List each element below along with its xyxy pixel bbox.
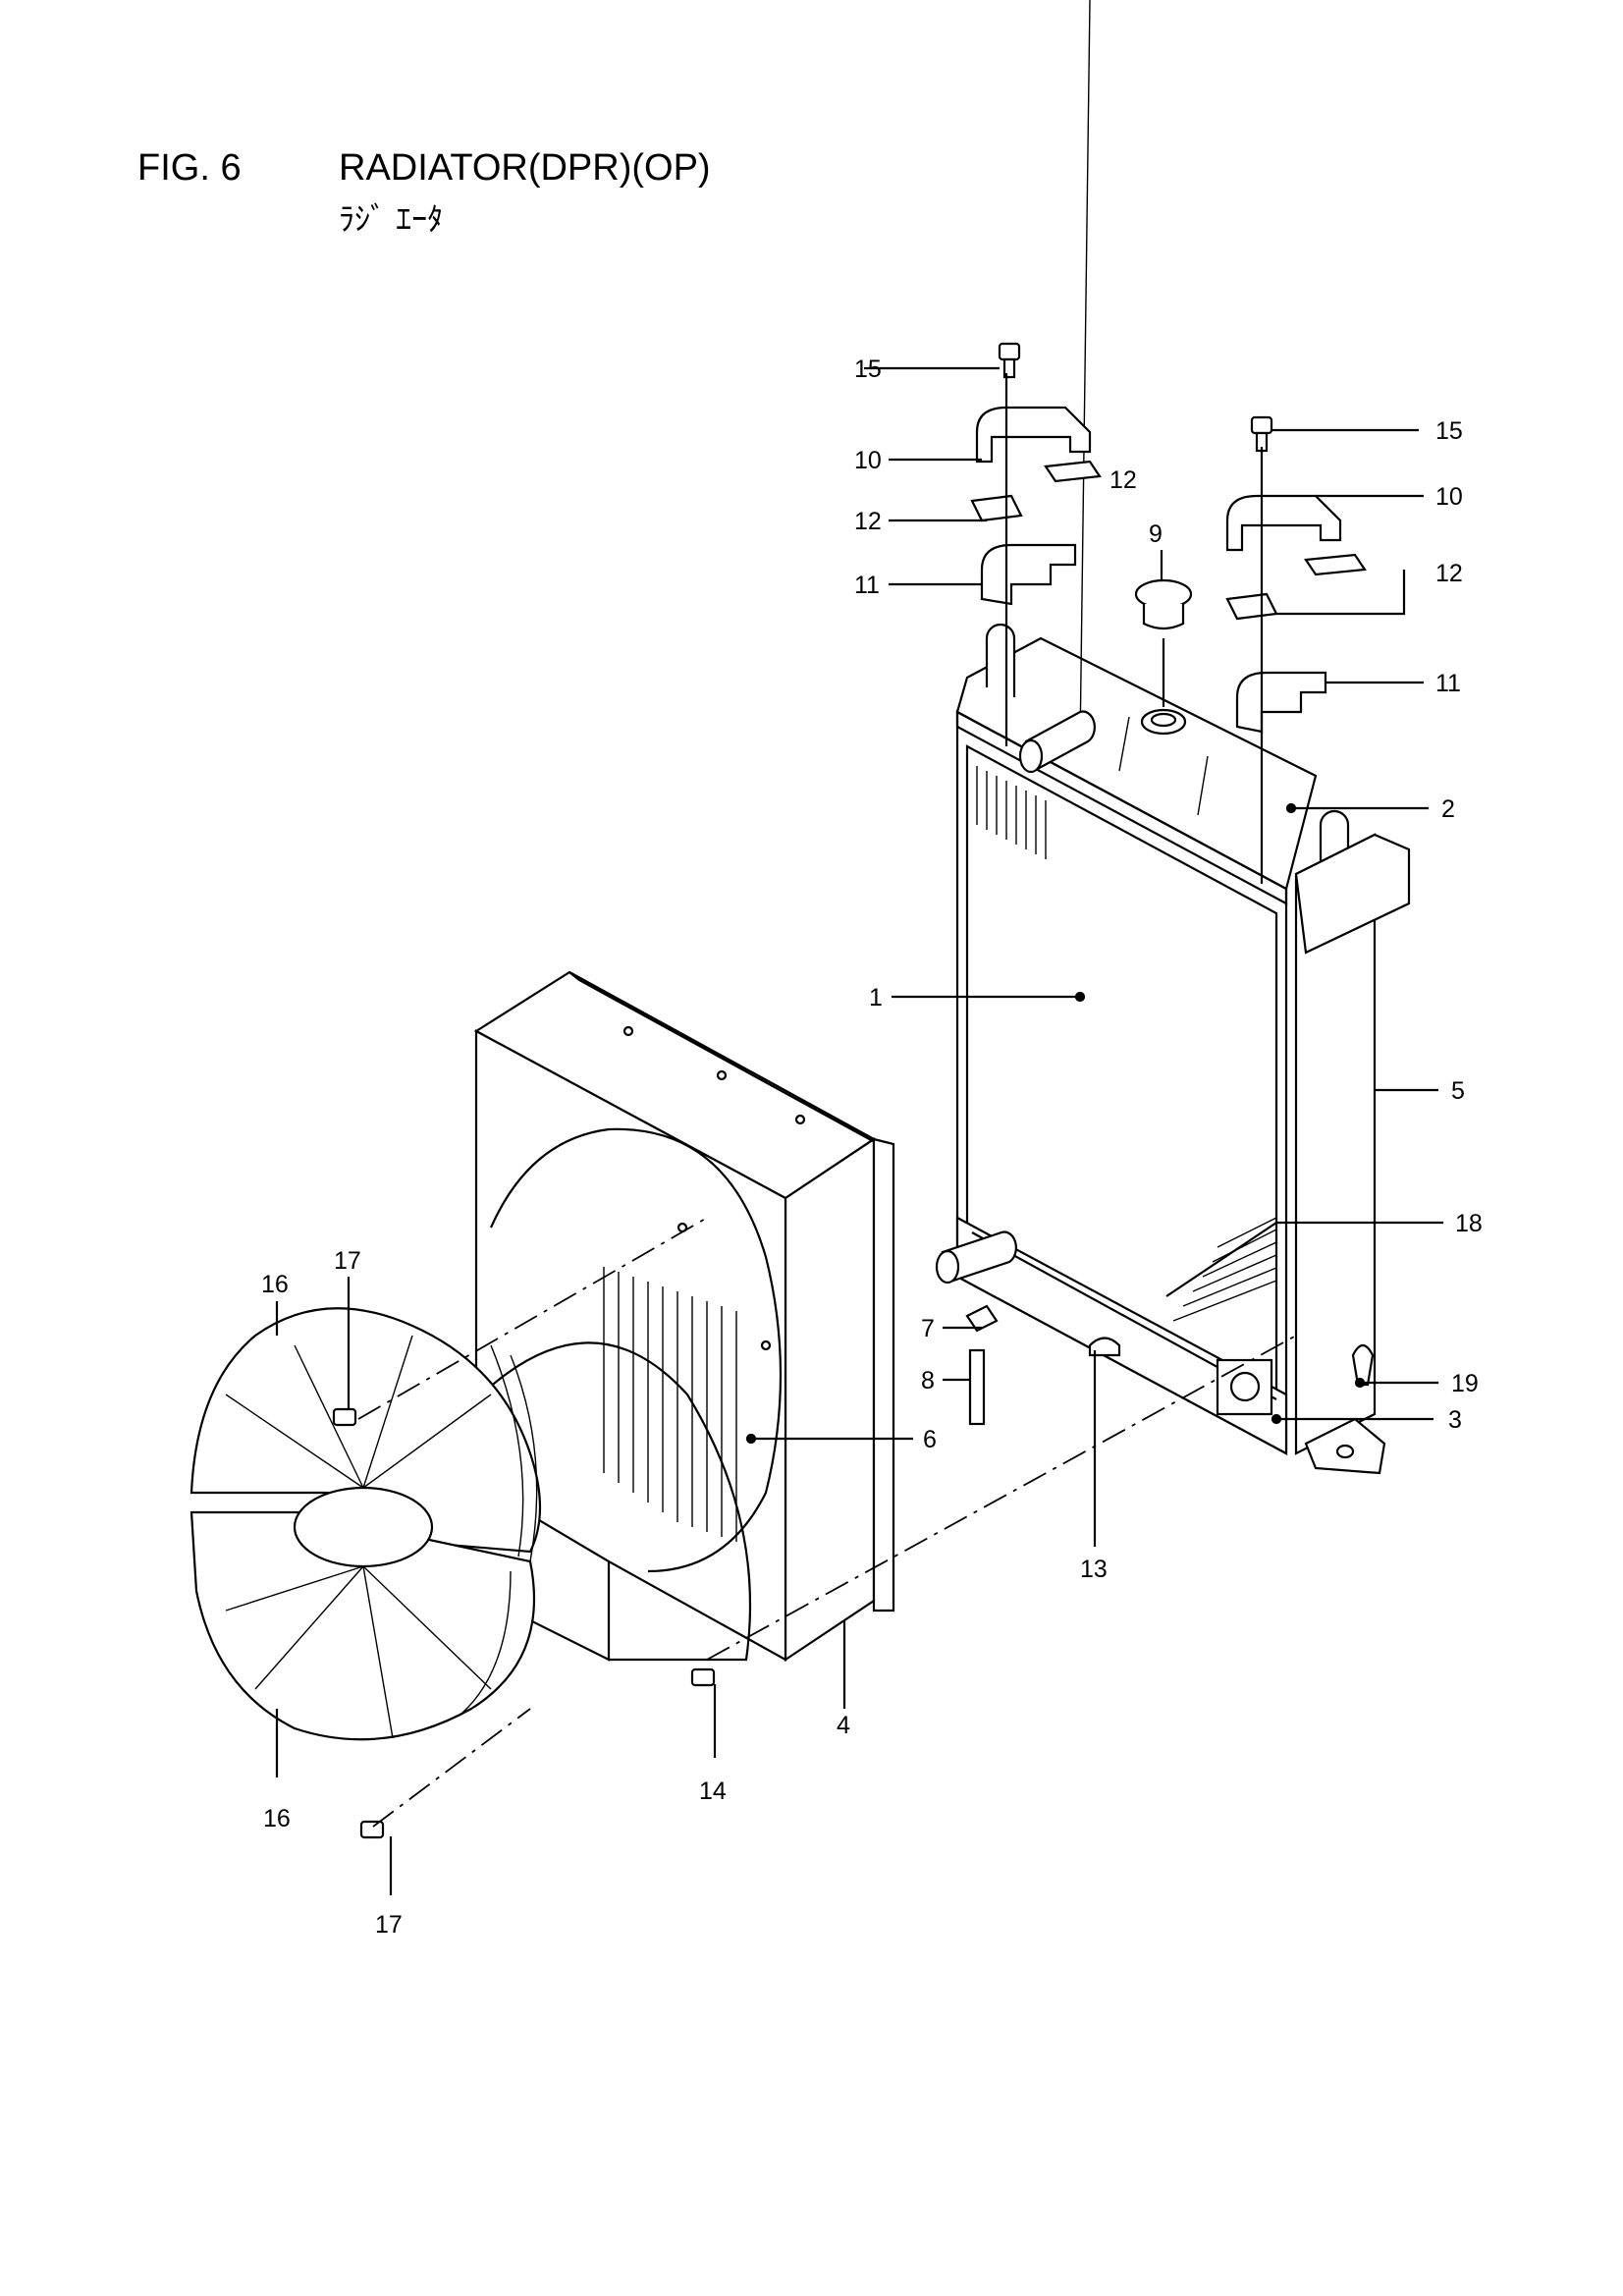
callout-12: 12 (1435, 560, 1463, 587)
figure-subtitle: ﾗｼﾞ ｴｰﾀ (339, 200, 444, 238)
callout-11: 11 (854, 572, 880, 599)
drain-parts (965, 1304, 1121, 1426)
callout-10: 10 (1435, 483, 1463, 511)
callout-6: 6 (923, 1426, 937, 1453)
callout-7: 7 (921, 1315, 935, 1342)
callout-labels: 1 2 3 4 5 6 7 8 9 10 10 11 11 12 12 12 1… (261, 355, 1483, 1939)
callout-10: 10 (854, 447, 882, 474)
callout-15: 15 (854, 355, 882, 383)
callout-11: 11 (1435, 670, 1461, 697)
callout-9: 9 (1149, 520, 1163, 548)
callout-3: 3 (1448, 1406, 1462, 1434)
assembly-lines (357, 1217, 1297, 1828)
callout-16: 16 (263, 1805, 291, 1832)
callout-12: 12 (854, 508, 882, 535)
callout-16: 16 (261, 1271, 289, 1298)
callout-5: 5 (1451, 1077, 1465, 1105)
mount-brackets (970, 342, 1367, 884)
radiator-core (935, 0, 1411, 1475)
callout-2: 2 (1441, 795, 1455, 823)
figure-number: FIG. 6 (137, 147, 242, 189)
callout-14: 14 (699, 1777, 727, 1805)
leader-lines (275, 366, 1443, 1895)
callout-1: 1 (869, 984, 883, 1011)
figure-title: RADIATOR(DPR)(OP) (339, 147, 711, 189)
callout-19: 19 (1451, 1370, 1479, 1397)
callout-4: 4 (837, 1712, 850, 1739)
callout-15: 15 (1435, 417, 1463, 445)
callout-8: 8 (921, 1367, 935, 1394)
callout-17: 17 (375, 1911, 403, 1939)
fan-guard (189, 1307, 716, 1839)
callout-17: 17 (334, 1247, 361, 1275)
callout-13: 13 (1080, 1556, 1108, 1583)
callout-18: 18 (1455, 1210, 1483, 1237)
callout-12: 12 (1109, 466, 1137, 494)
